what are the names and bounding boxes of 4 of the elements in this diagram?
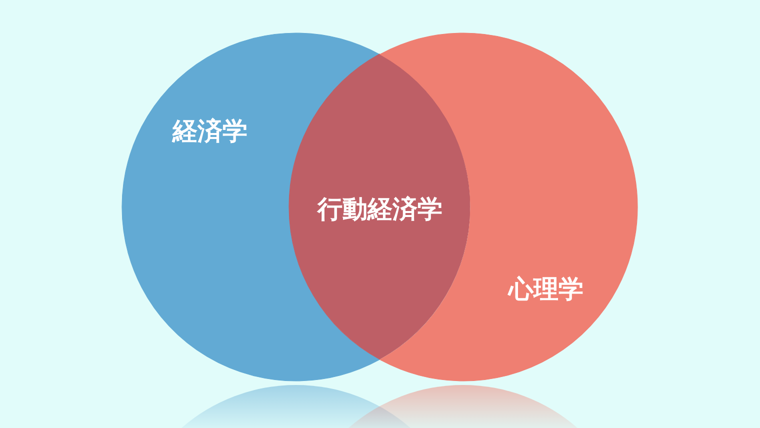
circle-label: 心理学 bbox=[508, 276, 584, 302]
circle-label: 経済学 bbox=[172, 118, 248, 144]
overlap-region bbox=[289, 54, 470, 360]
overlap-label: 行動経済学 bbox=[318, 196, 442, 222]
